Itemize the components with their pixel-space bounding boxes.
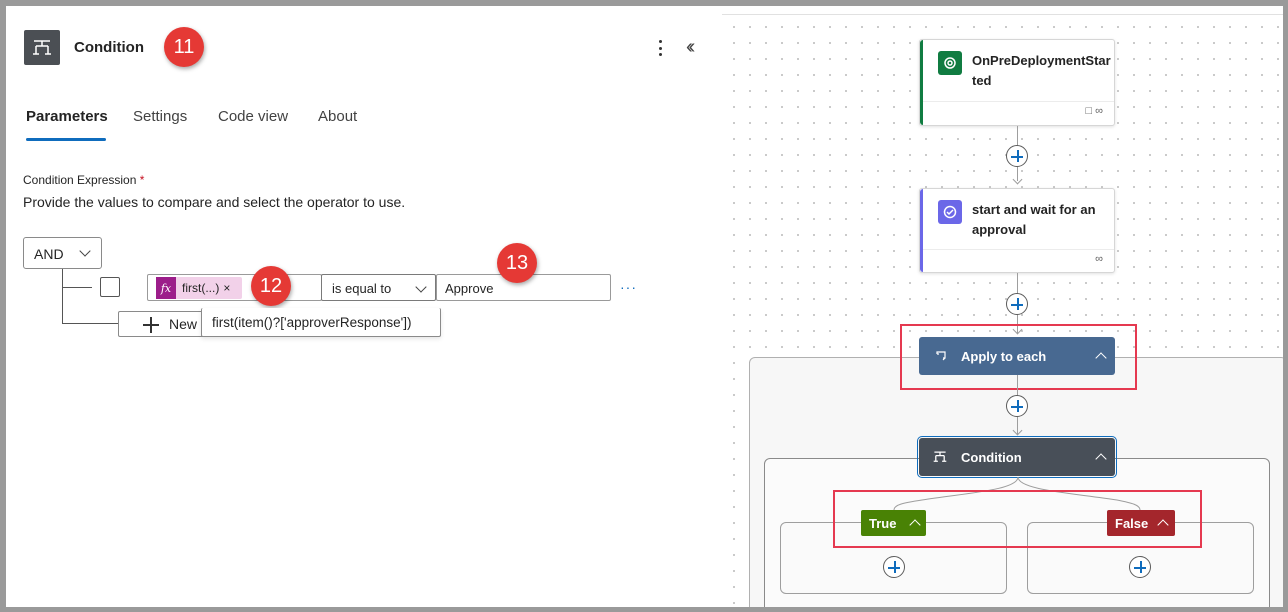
panel-title: Condition xyxy=(74,39,144,56)
trigger-accent xyxy=(920,40,923,125)
tree-connector-new xyxy=(62,323,120,324)
expression-token[interactable]: fx first(...) × xyxy=(156,277,242,299)
condition-expression-label-text: Condition Expression xyxy=(23,173,137,187)
annotation-badge-13: 13 xyxy=(497,243,537,283)
approval-icon xyxy=(938,200,962,224)
true-label: True xyxy=(869,515,897,531)
new-item-button[interactable]: New xyxy=(118,311,208,337)
row-more-options-icon[interactable]: ··· xyxy=(620,279,637,295)
condition-expression-label: Condition Expression * xyxy=(23,173,144,187)
more-options-icon[interactable] xyxy=(654,38,666,58)
apply-to-each-title: Apply to each xyxy=(961,348,1047,364)
insert-step-button[interactable] xyxy=(1006,145,1028,167)
screenshot-frame: Condition 11 ‹‹ Parameters Settings Code… xyxy=(6,6,1283,607)
required-marker: * xyxy=(139,173,145,187)
approval-accent xyxy=(920,189,923,272)
flow-designer-canvas[interactable]: OnPreDeploymentStarted □∞ start and wait… xyxy=(722,15,1283,607)
apply-to-each-header[interactable]: Apply to each xyxy=(919,337,1115,375)
condition-description: Provide the values to compare and select… xyxy=(23,194,406,210)
chevron-down-icon xyxy=(79,245,91,257)
tree-connector xyxy=(62,269,63,323)
group-operator-value: AND xyxy=(34,246,64,262)
chevron-down-icon xyxy=(415,281,427,293)
condition-header[interactable]: Condition xyxy=(917,436,1117,478)
plus-icon xyxy=(143,317,159,333)
right-value-text: Approve xyxy=(445,281,494,296)
loop-icon xyxy=(936,351,946,361)
approval-title: start and wait for an approval xyxy=(972,202,1096,237)
tab-about[interactable]: About xyxy=(318,108,358,125)
dataverse-icon xyxy=(938,51,962,75)
highlight-box-branches xyxy=(833,490,1202,548)
trigger-title: OnPreDeploymentStarted xyxy=(972,53,1111,88)
function-fx-icon: fx xyxy=(156,277,176,299)
tab-settings[interactable]: Settings xyxy=(133,108,188,125)
operator-value: is equal to xyxy=(332,281,392,296)
token-remove-icon[interactable]: × xyxy=(223,281,231,295)
false-branch-header[interactable]: False xyxy=(1107,510,1175,536)
card-divider xyxy=(923,101,1114,102)
tab-parameters[interactable]: Parameters xyxy=(26,108,108,125)
expression-tooltip: first(item()?['approverResponse']) xyxy=(201,308,441,337)
condition-small-icon xyxy=(933,451,947,462)
condition-details-panel: Condition 11 ‹‹ Parameters Settings Code… xyxy=(6,6,722,607)
operator-select[interactable]: is equal to xyxy=(321,274,436,301)
row-select-checkbox[interactable] xyxy=(100,277,120,297)
tree-connector-row xyxy=(62,287,92,288)
new-button-label: New xyxy=(169,316,198,332)
approval-card[interactable]: start and wait for an approval ∞ xyxy=(919,188,1115,273)
insert-step-true-button[interactable] xyxy=(883,556,905,578)
annotation-badge-11: 11 xyxy=(164,27,204,67)
active-tab-indicator xyxy=(26,138,106,141)
link-icon: ∞ xyxy=(1095,253,1106,265)
insert-step-false-button[interactable] xyxy=(1129,556,1151,578)
insert-step-button[interactable] xyxy=(1006,395,1028,417)
collapse-panel-icon[interactable]: ‹‹ xyxy=(686,36,696,58)
comment-link-icons: □∞ xyxy=(1085,105,1106,117)
card-divider xyxy=(923,249,1114,250)
true-branch-header[interactable]: True xyxy=(861,510,926,536)
false-label: False xyxy=(1115,515,1149,531)
tab-code-view[interactable]: Code view xyxy=(218,108,289,125)
insert-step-button[interactable] xyxy=(1006,293,1028,315)
token-label: first(...) xyxy=(182,281,220,295)
condition-icon xyxy=(24,30,60,65)
condition-title: Condition xyxy=(961,449,1022,465)
highlight-box-apply-to-each xyxy=(900,324,1137,390)
group-operator-select[interactable]: AND xyxy=(23,237,102,269)
annotation-badge-12: 12 xyxy=(251,266,291,306)
trigger-card[interactable]: OnPreDeploymentStarted □∞ xyxy=(919,39,1115,126)
